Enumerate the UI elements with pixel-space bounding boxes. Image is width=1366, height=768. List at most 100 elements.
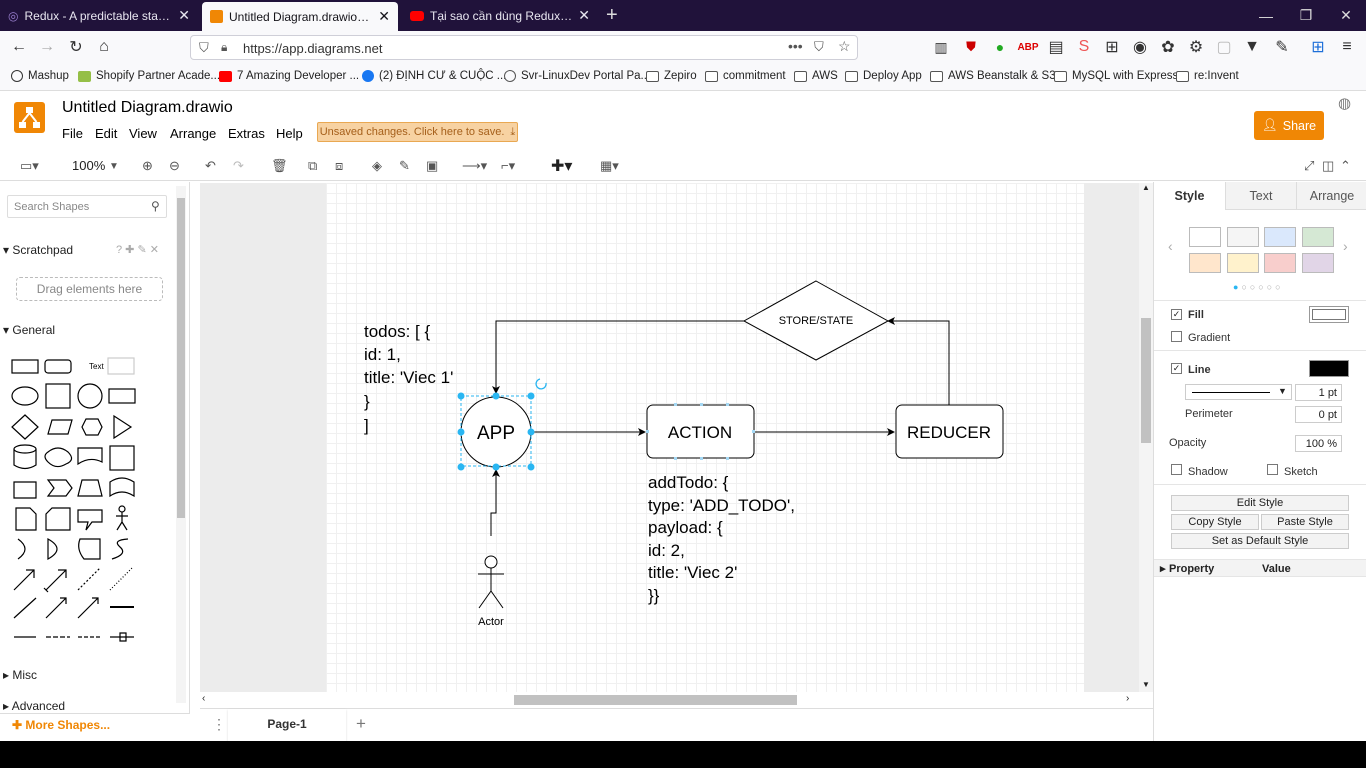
line-checkbox[interactable]: ✓ xyxy=(1171,363,1182,374)
insert-icon[interactable]: ✚▾ xyxy=(551,158,573,175)
horizontal-scrollbar-thumb[interactable] xyxy=(514,695,797,705)
search-icon[interactable]: ⚲ xyxy=(151,199,160,213)
fullscreen-icon[interactable]: ⤢ xyxy=(1304,158,1315,173)
tab-drawio[interactable]: Untitled Diagram.drawio - diag ✕ xyxy=(202,2,398,31)
windows-icon[interactable]: ⊞ xyxy=(1311,39,1325,56)
misc-header[interactable]: ▸ Misc xyxy=(3,668,38,682)
undo-icon[interactable]: ↶ xyxy=(205,158,216,173)
chevron-down-icon[interactable]: ▼ xyxy=(109,161,119,172)
waypoints-icon[interactable]: ⌐▾ xyxy=(501,158,516,173)
bookmark-aws-beanstalk[interactable]: AWS Beanstalk & S3 xyxy=(930,70,1056,82)
language-globe-icon[interactable]: ◍ xyxy=(1338,95,1352,112)
page-actions-icon[interactable]: ••• xyxy=(788,38,803,54)
bookmark-zepiro[interactable]: Zepiro xyxy=(646,70,697,82)
swatch-purple[interactable] xyxy=(1302,253,1334,273)
restore-icon[interactable]: ❐ xyxy=(1299,7,1313,23)
bookmark-commitment[interactable]: commitment xyxy=(705,70,786,82)
opacity-input[interactable]: 100 % xyxy=(1295,435,1342,452)
shield-icon[interactable]: ⛉ xyxy=(199,40,209,55)
zoom-in-icon[interactable]: ⊕ xyxy=(142,158,153,173)
delete-icon[interactable]: 🗑︎ xyxy=(271,158,288,173)
bookmark-svr[interactable]: Svr-LinuxDev Portal Pa... xyxy=(504,70,650,82)
swatch-yellow[interactable] xyxy=(1227,253,1259,273)
menu-extras[interactable]: Extras xyxy=(228,126,265,141)
tab-style[interactable]: Style xyxy=(1174,189,1205,203)
swatch-orange[interactable] xyxy=(1189,253,1221,273)
ublock-icon[interactable]: ⛊ xyxy=(966,39,976,54)
unsaved-changes-button[interactable]: Unsaved changes. Click here to save. ⤓ xyxy=(317,122,518,142)
account-icon[interactable]: ◉ xyxy=(1133,39,1147,56)
minimize-icon[interactable]: — xyxy=(1259,7,1273,24)
general-header[interactable]: ▾ General xyxy=(3,323,56,337)
extension-v-icon[interactable]: ▼ xyxy=(1244,38,1260,55)
fill-checkbox[interactable]: ✓ xyxy=(1171,309,1182,320)
scratchpad-drop-area[interactable]: Drag elements here xyxy=(16,277,163,301)
more-shapes-button[interactable]: ✚ More Shapes... xyxy=(12,718,111,732)
swatch-blue[interactable] xyxy=(1264,227,1296,247)
diagram-canvas[interactable]: STORE/STATE APP ACTION REDUCER todos: [ … xyxy=(200,183,1144,692)
tab-youtube[interactable]: Tại sao cần dùng Redux/Vuex/I ✕ xyxy=(402,0,598,31)
menu-edit[interactable]: Edit xyxy=(95,126,118,141)
shadow-icon[interactable]: ▣ xyxy=(426,158,439,173)
bookmark-youtube[interactable]: 7 Amazing Developer ... xyxy=(219,70,359,82)
scroll-up-icon[interactable]: ▲ xyxy=(1142,183,1150,192)
bookmark-reinvent[interactable]: re:Invent xyxy=(1176,70,1239,82)
lock-icon[interactable]: 🔒︎ xyxy=(221,40,228,54)
redo-icon[interactable]: ↷ xyxy=(233,158,244,173)
swatch-gray[interactable] xyxy=(1227,227,1259,247)
to-back-icon[interactable]: ⧈ xyxy=(335,158,344,173)
home-icon[interactable]: ⌂ xyxy=(99,38,109,55)
forward-icon[interactable]: → xyxy=(39,38,55,55)
fill-color-icon[interactable]: ◈ xyxy=(372,158,382,173)
extension-gear-icon[interactable]: ⚙ xyxy=(1188,39,1204,56)
shadow-checkbox[interactable] xyxy=(1171,464,1182,475)
dropper-icon[interactable]: ✎ xyxy=(1275,39,1289,56)
line-width-input[interactable]: 1 pt xyxy=(1295,384,1342,401)
bookmark-mashup[interactable]: Mashup xyxy=(11,70,69,82)
tab-text[interactable]: Text xyxy=(1225,182,1296,210)
swatch-green[interactable] xyxy=(1302,227,1334,247)
scroll-down-icon[interactable]: ▼ xyxy=(1142,680,1150,689)
zoom-level[interactable]: 100% xyxy=(72,158,106,173)
property-toggle-icon[interactable]: ▸ xyxy=(1160,563,1166,575)
left-scrollbar[interactable] xyxy=(176,186,186,703)
menu-file[interactable]: File xyxy=(62,126,83,141)
swatch-next-icon[interactable]: › xyxy=(1343,238,1348,254)
horizontal-scrollbar[interactable]: ‹ › xyxy=(200,692,1144,708)
bookmark-facebook[interactable]: (2) ĐỊNH CƯ & CUỘC ... xyxy=(362,70,506,82)
diagram-svg[interactable]: STORE/STATE APP ACTION REDUCER todos: [ … xyxy=(200,183,1144,692)
tab-redux[interactable]: ◎ Redux - A predictable state co ✕ xyxy=(0,0,198,31)
scratchpad-header[interactable]: ▾ Scratchpad xyxy=(3,243,74,257)
extension-s-icon[interactable]: S xyxy=(1078,38,1090,55)
menu-view[interactable]: View xyxy=(129,126,157,141)
search-shapes-input[interactable]: Search Shapes ⚲ xyxy=(7,195,167,218)
diagram-title[interactable]: Untitled Diagram.drawio xyxy=(62,99,233,116)
zoom-out-icon[interactable]: ⊖ xyxy=(169,158,180,173)
collapse-icon[interactable]: ⌃ xyxy=(1340,158,1351,173)
paste-style-button[interactable]: Paste Style xyxy=(1261,514,1349,530)
line-color-picker[interactable] xyxy=(1309,360,1349,377)
table-icon[interactable]: ▦▾ xyxy=(600,158,619,173)
scroll-left-icon[interactable]: ‹ xyxy=(202,693,206,704)
close-icon[interactable]: ✕ xyxy=(178,7,190,23)
menu-arrange[interactable]: Arrange xyxy=(170,126,217,141)
url-bar[interactable]: ⛉ 🔒︎ https://app.diagrams.net ••• ⛉ ☆ xyxy=(190,35,858,60)
library-icon[interactable]: ▥ xyxy=(934,38,948,55)
reload-icon[interactable]: ↻ xyxy=(69,39,83,56)
advanced-header[interactable]: ▸ Advanced xyxy=(3,699,66,713)
copy-style-button[interactable]: Copy Style xyxy=(1171,514,1259,530)
line-color-icon[interactable]: ✎ xyxy=(399,158,410,173)
add-page-icon[interactable]: + xyxy=(356,714,366,733)
extension-blank-icon[interactable]: ▢ xyxy=(1216,39,1232,56)
close-window-icon[interactable]: ✕ xyxy=(1340,7,1352,23)
pocket-icon[interactable]: ⛉ xyxy=(814,39,824,54)
perimeter-input[interactable]: 0 pt xyxy=(1295,406,1342,423)
share-button[interactable]: 👤︎ Share xyxy=(1254,111,1324,140)
scroll-right-icon[interactable]: › xyxy=(1126,693,1130,704)
vertical-scrollbar[interactable]: ▲ ▼ xyxy=(1139,183,1153,692)
bookmark-deploy-app[interactable]: Deploy App xyxy=(845,70,922,82)
edit-style-button[interactable]: Edit Style xyxy=(1171,495,1349,511)
bookmark-shopify[interactable]: Shopify Partner Acade... xyxy=(78,70,220,82)
to-front-icon[interactable]: ⧉ xyxy=(308,158,318,173)
format-panel-icon[interactable]: ▭▾ xyxy=(20,158,39,173)
